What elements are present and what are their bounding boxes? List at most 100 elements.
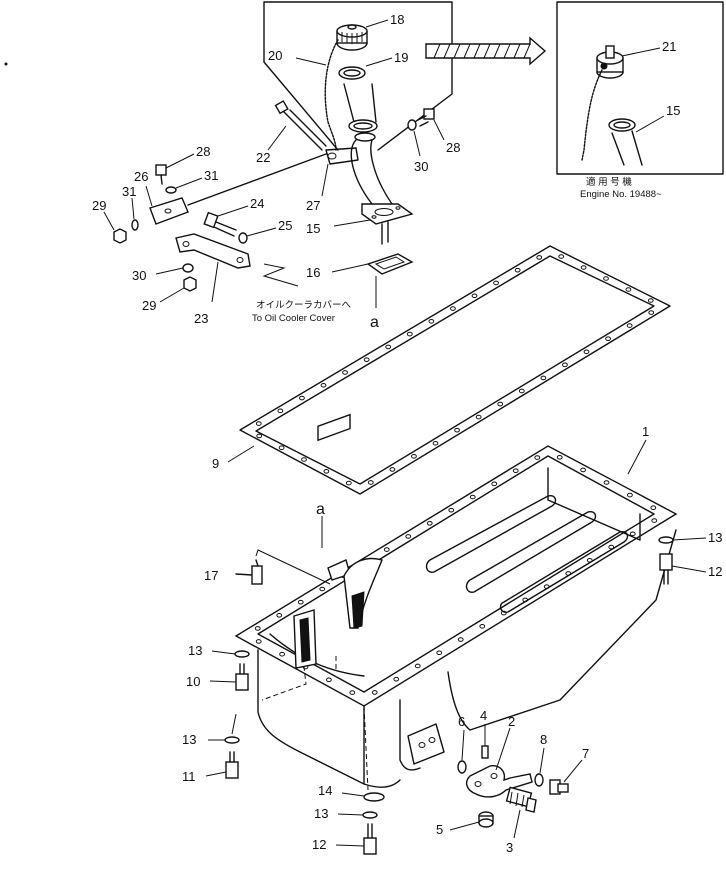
bolt-hole xyxy=(583,349,590,355)
bolt-hole xyxy=(297,599,304,605)
bolt-hole xyxy=(514,267,521,273)
label-12-right: 12 xyxy=(708,564,722,579)
bolt-hole xyxy=(349,690,356,695)
plug-5 xyxy=(478,811,494,828)
bolt-hole xyxy=(393,676,400,682)
plug-7 xyxy=(549,779,569,795)
bolt-hole xyxy=(497,401,504,407)
filler-cap-18 xyxy=(336,24,368,51)
bolt-hole xyxy=(518,388,525,394)
chain-20 xyxy=(324,39,339,151)
label-6: 6 xyxy=(458,714,465,729)
bracket-26 xyxy=(149,197,189,225)
bolt-hole xyxy=(255,639,262,644)
washer-13-a xyxy=(234,650,250,658)
bolt-hole xyxy=(405,534,412,539)
bolt-hole xyxy=(491,481,498,487)
bolt-hole xyxy=(436,650,443,656)
bolt-hole xyxy=(625,287,632,292)
label-30-left: 30 xyxy=(132,268,146,283)
label-31-left: 31 xyxy=(122,184,136,199)
label-12-bottom: 12 xyxy=(312,837,326,852)
bolt-hole xyxy=(493,280,499,286)
bolt-hole xyxy=(319,586,326,592)
label-28-left: 28 xyxy=(196,144,210,159)
label-16: 16 xyxy=(306,265,320,280)
label-18: 18 xyxy=(390,12,404,27)
bolt-22 xyxy=(274,100,327,151)
bolt-hole xyxy=(277,408,284,414)
bolt-hole xyxy=(580,467,586,473)
label-15-detail: 15 xyxy=(666,103,680,118)
bolt-hole xyxy=(608,544,615,550)
nut-29-bottom xyxy=(183,276,197,292)
bolt-hole xyxy=(279,651,286,657)
bolt-hole xyxy=(562,362,568,368)
label-22: 22 xyxy=(256,150,270,165)
label-31-top: 31 xyxy=(204,168,218,183)
label-14: 14 xyxy=(318,783,332,798)
ref-a-pan: a xyxy=(316,501,325,518)
bolt-hole xyxy=(406,331,413,337)
bolt-hole xyxy=(454,427,460,433)
later-model-callout: 適 用 号 機 Engine No. 19488~ xyxy=(556,1,724,200)
bolt-hole xyxy=(299,395,305,401)
bolt-hole xyxy=(534,455,541,460)
filler-neck-top xyxy=(343,83,378,133)
bolt-17 xyxy=(235,559,263,585)
bolt-hole xyxy=(540,375,547,381)
bolt-hole xyxy=(651,518,658,523)
label-13-a: 13 xyxy=(188,643,202,658)
bolt-hole xyxy=(256,433,263,439)
bolt-hole xyxy=(648,310,655,315)
bolt-hole xyxy=(450,306,456,311)
label-7: 7 xyxy=(582,746,589,761)
washer-30-right xyxy=(407,119,417,131)
bolt-hole xyxy=(301,457,307,462)
label-13-b: 13 xyxy=(182,732,196,747)
oil-cooler-note-jp: オイルクーラカバーへ xyxy=(256,300,352,311)
bolt-hole xyxy=(536,255,543,260)
label-28-right: 28 xyxy=(446,140,460,155)
label-19: 19 xyxy=(394,50,408,65)
bolt-hole xyxy=(558,254,565,259)
bolt-hole xyxy=(367,480,374,485)
bolt-hole xyxy=(650,505,657,511)
label-29-bottom: 29 xyxy=(142,298,156,313)
bolt-hole xyxy=(627,492,633,498)
bolt-hole xyxy=(385,344,392,350)
bolt-hole xyxy=(556,455,563,460)
bracket-23 xyxy=(175,233,251,269)
bolt-hole xyxy=(428,319,435,324)
bolt-hole xyxy=(255,421,262,426)
o-ring-6 xyxy=(457,760,467,774)
bolt-hole xyxy=(457,637,464,642)
bolt-hole xyxy=(448,507,455,513)
bolt-hole xyxy=(603,276,609,281)
hatched-arrow xyxy=(425,36,547,66)
bolt-hole xyxy=(411,454,417,459)
cap-detail-callout xyxy=(263,1,453,151)
label-27: 27 xyxy=(306,198,320,213)
label-17: 17 xyxy=(204,568,218,583)
serial-note-jp: 適 用 号 機 xyxy=(586,176,632,188)
bolt-hole xyxy=(626,323,633,328)
bolt-hole xyxy=(605,336,611,341)
washer-8 xyxy=(534,773,544,787)
bolt-24 xyxy=(203,211,237,237)
label-26: 26 xyxy=(134,169,148,184)
bolt-hole xyxy=(479,624,486,629)
bolt-hole xyxy=(432,440,439,446)
bolt-hole xyxy=(276,612,283,618)
label-10: 10 xyxy=(186,674,200,689)
bolt-hole xyxy=(320,382,327,388)
bolt-hole xyxy=(383,547,390,552)
label-13-bottom: 13 xyxy=(314,806,328,821)
label-20: 20 xyxy=(268,48,282,63)
label-11: 11 xyxy=(182,769,196,784)
serial-note-en: Engine No. 19488~ xyxy=(580,189,662,200)
bolt-hole xyxy=(647,298,654,303)
label-9: 9 xyxy=(212,456,219,471)
washer-13-right xyxy=(658,536,674,544)
